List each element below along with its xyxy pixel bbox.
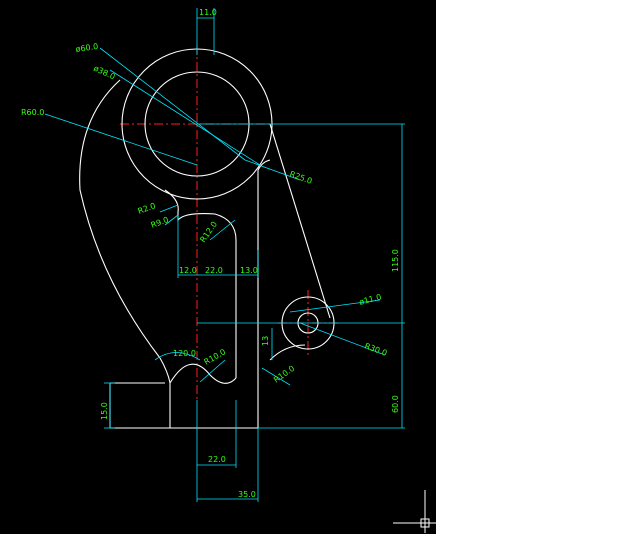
- dim-height-115: 115.0: [391, 249, 400, 272]
- dim-top-width: 11.0: [199, 8, 217, 17]
- r10-right-leader: [261, 367, 291, 386]
- left-arc-edge: [79, 79, 161, 359]
- r2-leader: [159, 204, 179, 213]
- dim-radius-r9: R9.0: [150, 215, 170, 230]
- r9-leader: [164, 214, 179, 226]
- dim-seg-13: 13.0: [240, 266, 258, 275]
- base-fillet-arc: [169, 363, 237, 384]
- dim-radius-r12: R12.0: [198, 220, 219, 244]
- dim-angle-120: 120.0: [173, 349, 196, 358]
- dim-bottom-22: 22.0: [208, 455, 226, 464]
- dimension-lines: [44, 8, 405, 502]
- cad-drawing: 11.0 ø60.0 ø38.0 R60.0 R25.0 R2.0 R9.0 R…: [21, 8, 436, 533]
- dim-seg-22: 22.0: [205, 266, 223, 275]
- dim-radius-outer: R60.0: [21, 108, 44, 117]
- inner-slot-right: [257, 159, 271, 428]
- dim-dia-r30: R30.0: [363, 341, 388, 357]
- right-edge: [269, 123, 331, 319]
- dim-radius-r25: R25.0: [288, 169, 313, 185]
- r12-leader: [209, 219, 236, 241]
- dim-base-height: 15.0: [100, 402, 109, 420]
- dimension-labels: 11.0 ø60.0 ø38.0 R60.0 R25.0 R2.0 R9.0 R…: [21, 8, 400, 499]
- dim-13-vert: 13: [261, 336, 270, 346]
- empty-workspace: [436, 0, 640, 534]
- angle-arc: [154, 352, 201, 361]
- neck-slot: [164, 189, 237, 378]
- base-fillet-left: [159, 357, 171, 428]
- dim-radius-r2: R2.0: [137, 201, 157, 216]
- dim-dia-inner: ø38.0: [92, 64, 116, 82]
- dia38-leader: [109, 69, 261, 166]
- r30-leader: [299, 322, 386, 356]
- dim-radius-r10-left: R10.0: [203, 347, 228, 366]
- small-boss-web: [269, 344, 306, 361]
- dim-dia-small: ø11.0: [358, 292, 382, 307]
- r60-leader: [44, 113, 198, 166]
- crosshair-cursor-icon[interactable]: [393, 490, 436, 533]
- dia60-leader: [99, 47, 246, 161]
- dim-seg-12: 12.0: [179, 266, 197, 275]
- r25-leader: [244, 159, 301, 181]
- dim-dia-large: ø60.0: [75, 42, 99, 54]
- dia11-leader: [289, 299, 381, 313]
- dim-bottom-35: 35.0: [238, 490, 256, 499]
- cad-drawing-viewport[interactable]: 11.0 ø60.0 ø38.0 R60.0 R25.0 R2.0 R9.0 R…: [0, 0, 436, 534]
- dim-height-60: 60.0: [391, 395, 400, 413]
- r10-left-leader: [199, 359, 226, 383]
